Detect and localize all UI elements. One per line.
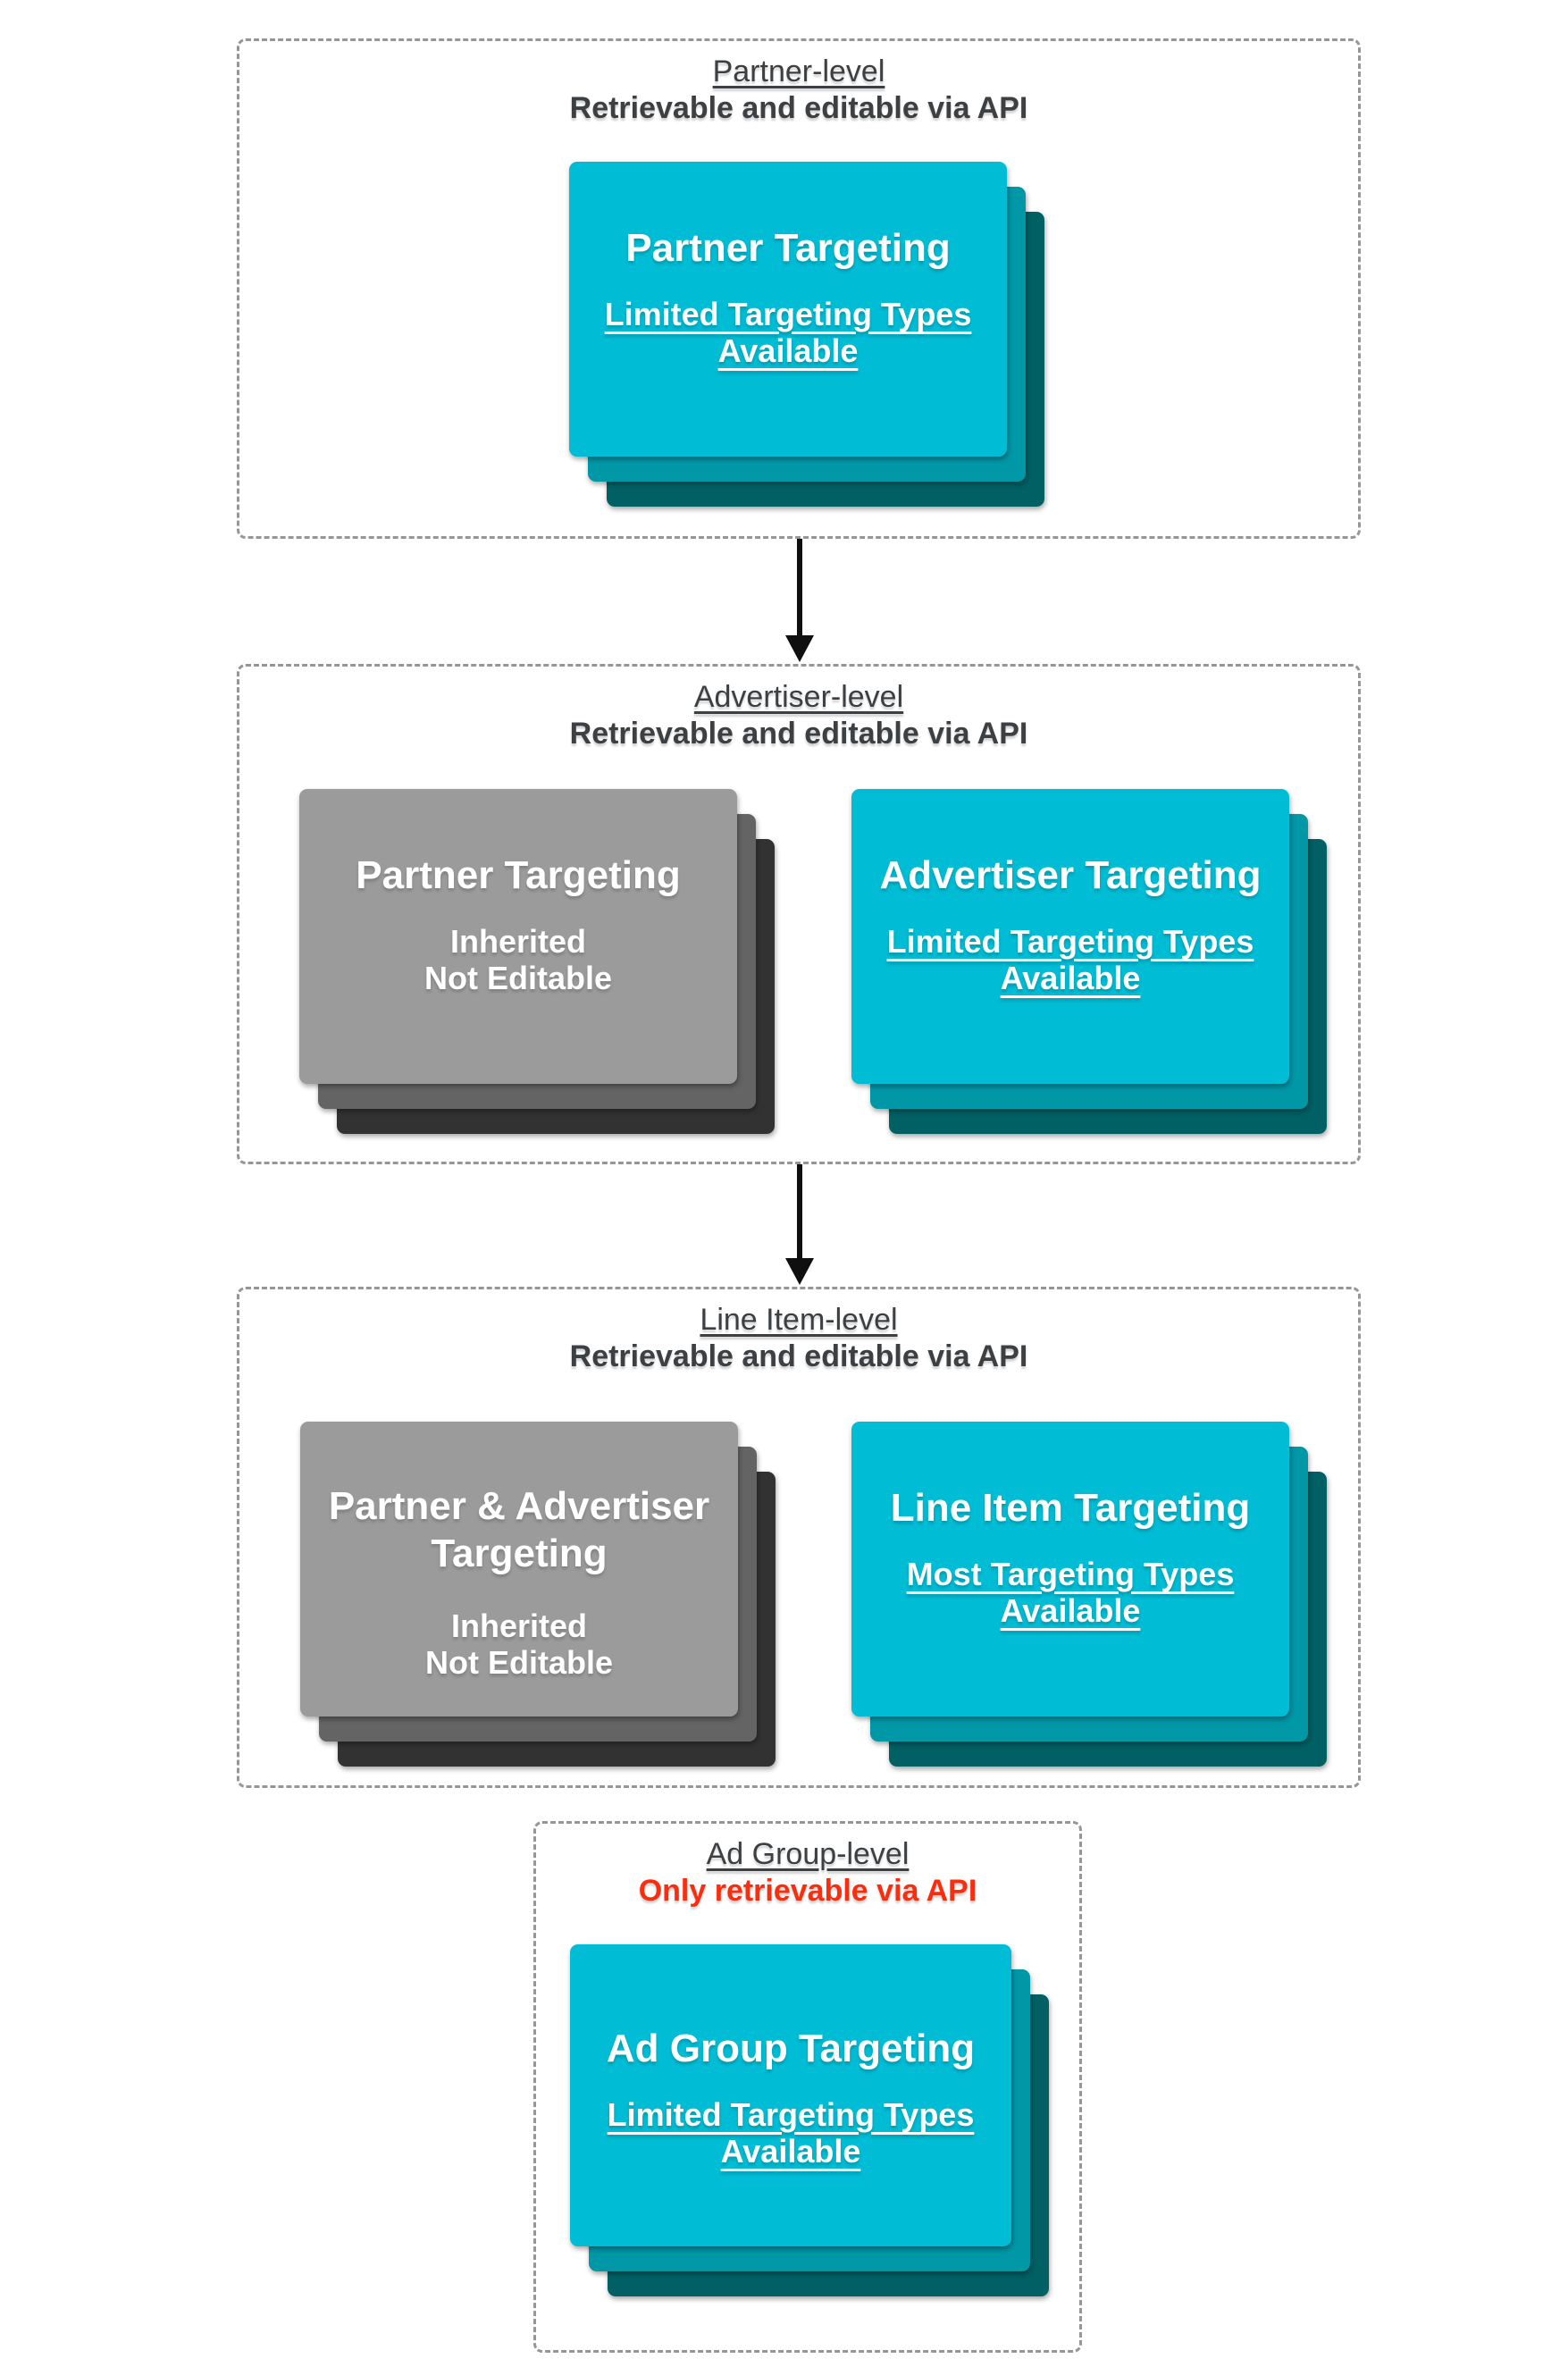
- section-heading: Partner-level Retrievable and editable v…: [239, 54, 1358, 127]
- card-subtitle-line: Limited Targeting Types: [607, 2096, 975, 2133]
- card-title: Partner Targeting: [625, 224, 950, 272]
- card-title-line: Line Item Targeting: [890, 1486, 1251, 1530]
- section-title: Line Item-level: [700, 1303, 898, 1337]
- card-subtitle-line: Not Editable: [423, 960, 612, 996]
- down-arrow-icon: [785, 635, 814, 662]
- card-subtitle-line: Available: [720, 2133, 861, 2170]
- card-subtitle: Inherited Not Editable: [425, 1607, 613, 1681]
- card-title: Partner Targeting: [356, 852, 680, 899]
- card-subtitle-line: Not Editable: [424, 1644, 613, 1681]
- card-subtitle-line: Limited Targeting Types: [604, 296, 972, 332]
- card-title-line: Partner Targeting: [625, 226, 951, 270]
- card-subtitle: Most Targeting Types Available: [907, 1556, 1235, 1629]
- card-subtitle: Limited Targeting Types Available: [608, 2096, 975, 2170]
- section-line-item-level: Line Item-level Retrievable and editable…: [237, 1287, 1361, 1788]
- card-subtitle-line: Inherited: [450, 1607, 587, 1644]
- flow-arrow-partner-to-advertiser: [785, 539, 814, 664]
- section-subtitle: Retrievable and editable via API: [569, 1339, 1028, 1373]
- card-title-line: Partner & Advertiser: [328, 1484, 710, 1528]
- card-inherited-partner-targeting: Partner Targeting Inherited Not Editable: [299, 789, 737, 1084]
- card-inherited-partner-advertiser-targeting: Partner & Advertiser Targeting Inherited…: [300, 1422, 738, 1716]
- card-subtitle: Inherited Not Editable: [424, 923, 612, 996]
- card-subtitle-line: Most Targeting Types: [906, 1556, 1235, 1592]
- card-title: Line Item Targeting: [891, 1484, 1251, 1532]
- card-title-line: Targeting: [431, 1532, 608, 1575]
- section-subtitle: Retrievable and editable via API: [569, 91, 1028, 125]
- card-partner-targeting: Partner Targeting Limited Targeting Type…: [569, 162, 1007, 457]
- card-subtitle: Limited Targeting Types Available: [605, 296, 972, 369]
- card-title: Partner & Advertiser Targeting: [329, 1482, 709, 1577]
- section-title: Ad Group-level: [706, 1837, 910, 1871]
- section-subtitle: Retrievable and editable via API: [569, 717, 1028, 751]
- card-title-line: Ad Group Targeting: [606, 2027, 976, 2070]
- section-advertiser-level: Advertiser-level Retrievable and editabl…: [237, 664, 1361, 1164]
- card-title: Advertiser Targeting: [879, 852, 1261, 899]
- card-subtitle-line: Available: [1000, 960, 1141, 996]
- flow-arrow-advertiser-to-line-item: [785, 1164, 814, 1287]
- card-title: Ad Group Targeting: [607, 2025, 975, 2072]
- section-subtitle: Only retrievable via API: [638, 1874, 977, 1908]
- card-subtitle-line: Available: [1000, 1592, 1141, 1629]
- section-heading: Ad Group-level Only retrievable via API: [536, 1836, 1079, 1910]
- arrow-shaft: [797, 539, 802, 637]
- section-heading: Advertiser-level Retrievable and editabl…: [239, 679, 1358, 752]
- card-subtitle: Limited Targeting Types Available: [887, 923, 1254, 996]
- section-heading: Line Item-level Retrievable and editable…: [239, 1302, 1358, 1375]
- card-title-line: Advertiser Targeting: [879, 853, 1262, 897]
- arrow-shaft: [797, 1164, 802, 1260]
- card-line-item-targeting: Line Item Targeting Most Targeting Types…: [851, 1422, 1289, 1716]
- card-ad-group-targeting: Ad Group Targeting Limited Targeting Typ…: [570, 1944, 1011, 2246]
- section-ad-group-level: Ad Group-level Only retrievable via API …: [533, 1821, 1082, 2353]
- card-title-line: Partner Targeting: [356, 853, 681, 897]
- section-title: Partner-level: [712, 55, 885, 88]
- card-advertiser-targeting: Advertiser Targeting Limited Targeting T…: [851, 789, 1289, 1084]
- card-subtitle-line: Available: [717, 332, 859, 369]
- section-title: Advertiser-level: [693, 680, 904, 714]
- down-arrow-icon: [785, 1258, 814, 1285]
- card-subtitle-line: Limited Targeting Types: [886, 923, 1254, 960]
- section-partner-level: Partner-level Retrievable and editable v…: [237, 38, 1361, 539]
- card-subtitle-line: Inherited: [449, 923, 586, 960]
